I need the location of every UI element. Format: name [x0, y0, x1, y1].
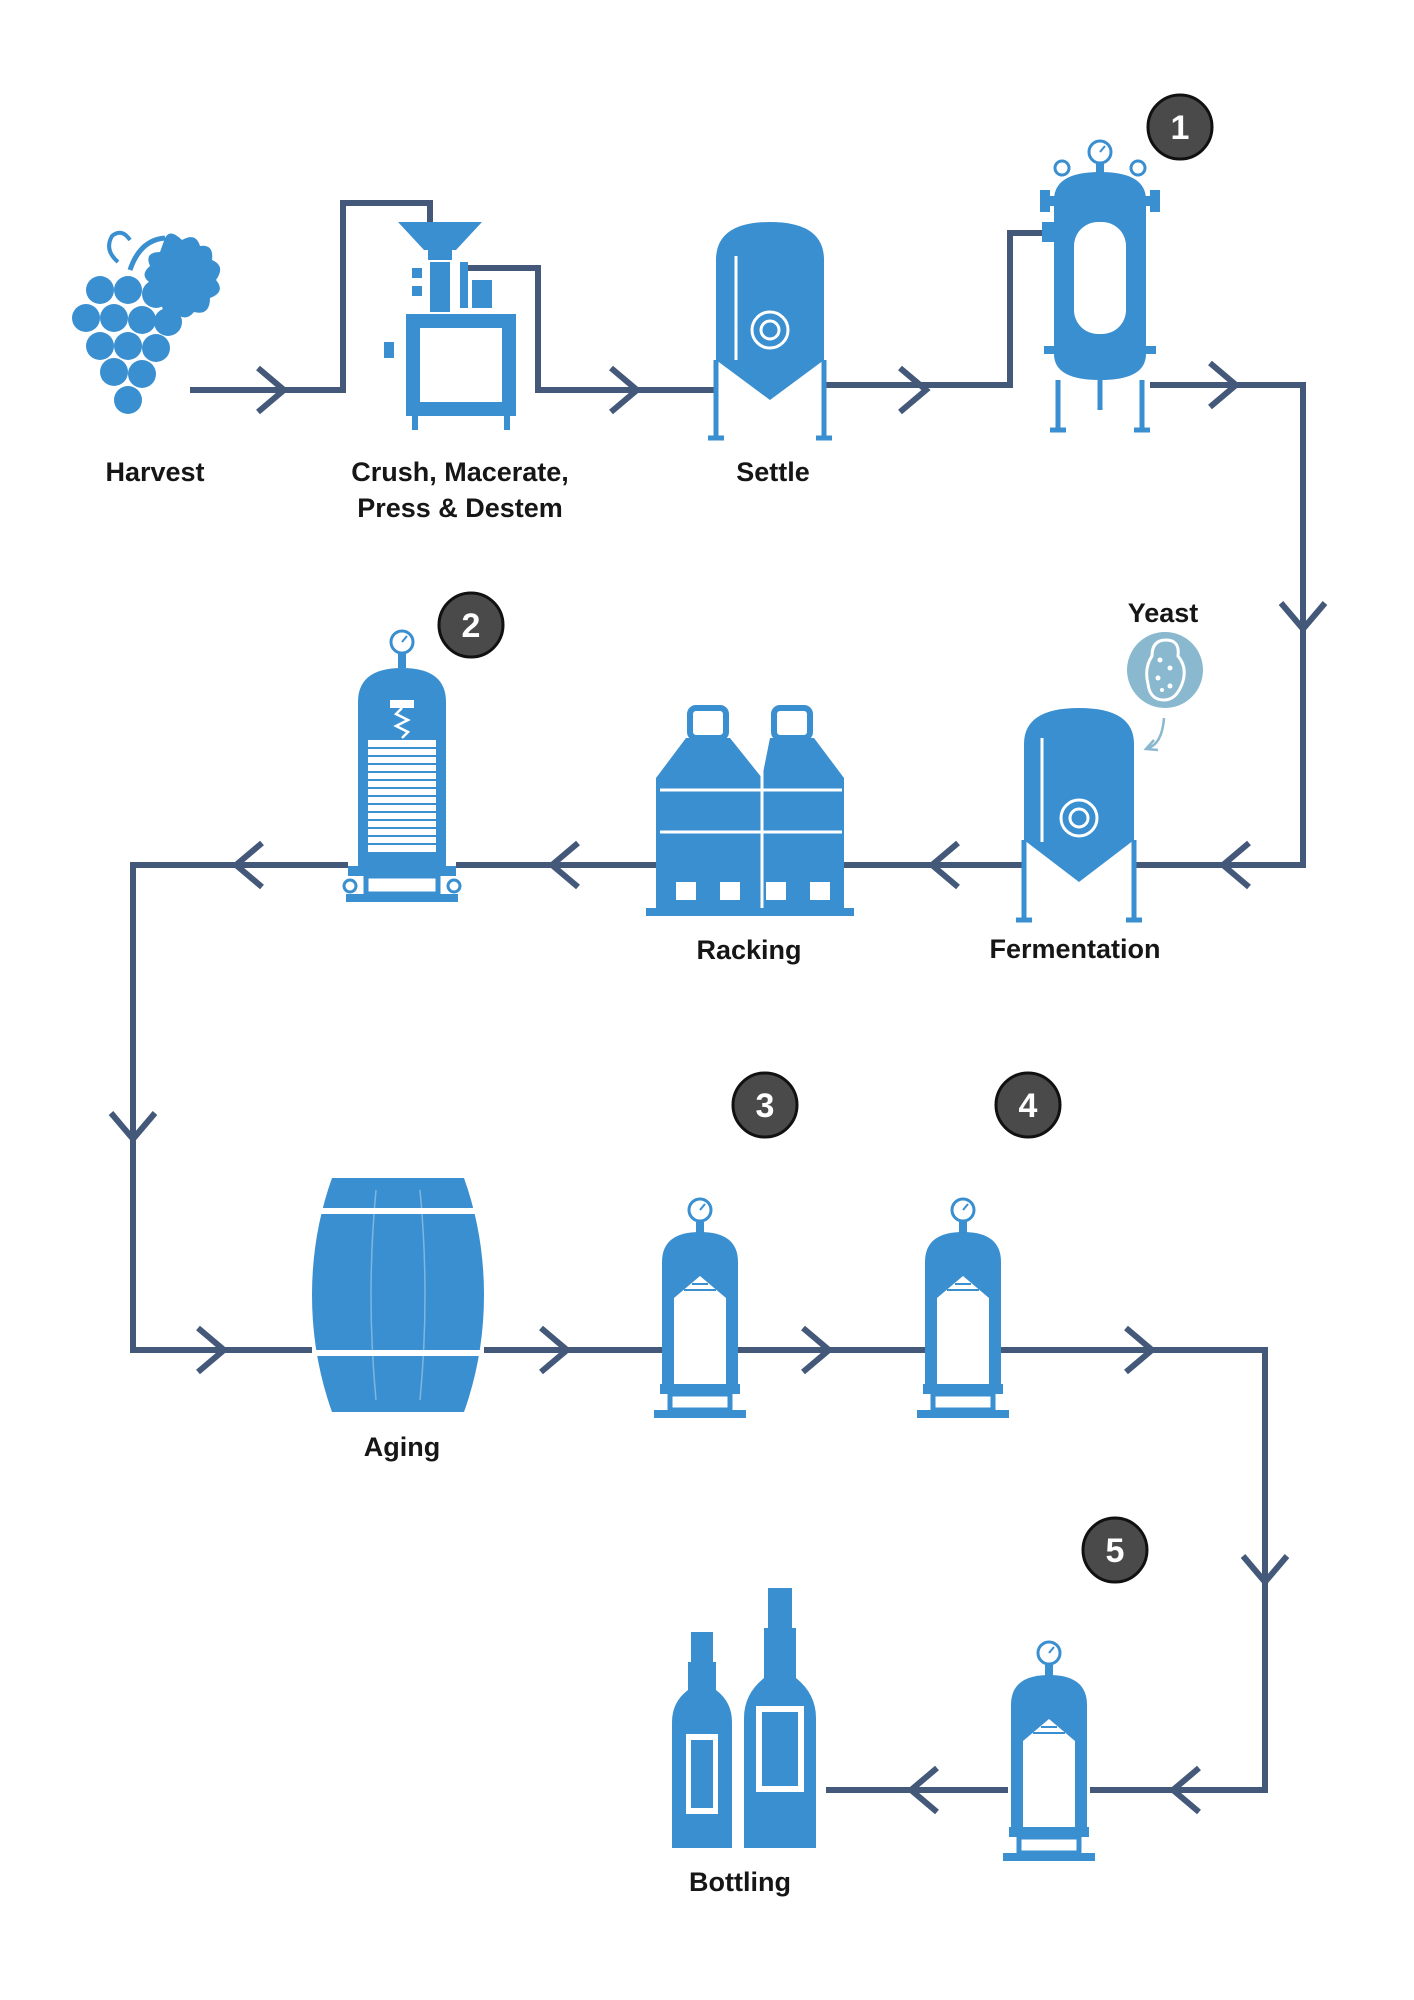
- badge-number: 5: [1106, 1532, 1125, 1570]
- crusher-press-icon: [384, 222, 516, 430]
- flow-lines: [108, 200, 1328, 1815]
- flow-arrow-icon: [906, 1765, 939, 1815]
- harvest-label: Harvest: [105, 457, 204, 487]
- fermentation-tank-icon: [1016, 708, 1142, 923]
- flow-arrow-icon: [1218, 840, 1251, 890]
- flow-arrow-icon: [1168, 1765, 1201, 1815]
- flow-arrow-icon: [108, 1111, 158, 1144]
- flow-line: [824, 230, 1042, 388]
- flow-arrow-icon: [539, 1325, 572, 1375]
- badge-number: 1: [1171, 109, 1190, 147]
- flow-arrow-icon: [801, 1325, 834, 1375]
- conical-tank-icon: [708, 222, 832, 441]
- racking-tanks-icon: [646, 705, 854, 916]
- flow-arrow-icon: [609, 365, 642, 415]
- grapes-icon: [72, 230, 221, 414]
- flow-arrow-icon: [196, 1325, 229, 1375]
- flow-arrow-icon: [1240, 1554, 1290, 1587]
- cartridge-filter-icon-3: [654, 1199, 746, 1418]
- flow-arrow-icon: [231, 840, 264, 890]
- bottling-label: Bottling: [689, 1867, 791, 1897]
- flow-arrow-icon: [1278, 601, 1328, 634]
- wine-bottles-icon: [672, 1588, 816, 1848]
- flow-arrow-icon: [927, 840, 960, 890]
- step-badge-2: 2: [437, 591, 505, 659]
- racking-label: Racking: [696, 935, 801, 965]
- flow-arrow-icon: [547, 840, 580, 890]
- step-badge-5: 5: [1081, 1516, 1149, 1584]
- step-badge-4: 4: [994, 1071, 1062, 1139]
- crush-label-line2: Press & Destem: [357, 493, 563, 523]
- flow-line: [190, 200, 433, 393]
- cartridge-filter-icon-4: [917, 1199, 1009, 1418]
- yeast-icon: [1127, 632, 1203, 752]
- flow-arrow-icon: [256, 365, 289, 415]
- yeast-label: Yeast: [1128, 598, 1199, 628]
- fermentation-label: Fermentation: [989, 934, 1160, 964]
- flow-arrow-icon: [898, 365, 931, 415]
- aging-label: Aging: [364, 1432, 440, 1462]
- pressure-vessel-icon: [1040, 139, 1160, 433]
- badge-number: 2: [462, 607, 481, 645]
- cartridge-filter-icon-5: [1003, 1642, 1095, 1861]
- flow-arrow-icon: [1208, 360, 1241, 410]
- step-badge-1: 1: [1146, 93, 1214, 161]
- crush-label-line1: Crush, Macerate,: [351, 457, 569, 487]
- badge-number: 3: [756, 1087, 775, 1125]
- flow-arrow-icon: [1124, 1325, 1157, 1375]
- flow-line: [468, 265, 716, 393]
- settle-label: Settle: [736, 457, 810, 487]
- barrel-icon: [312, 1178, 484, 1412]
- plate-filter-icon: [342, 629, 462, 902]
- badge-number: 4: [1019, 1087, 1038, 1125]
- step-badge-3: 3: [731, 1071, 799, 1139]
